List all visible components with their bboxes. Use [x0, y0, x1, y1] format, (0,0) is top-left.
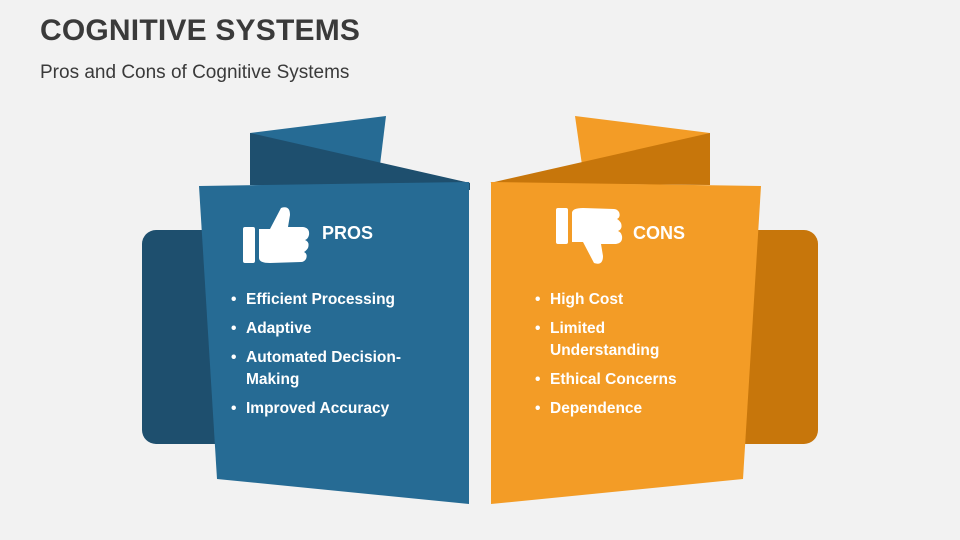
list-item: Dependence [535, 398, 695, 420]
slide-subtitle: Pros and Cons of Cognitive Systems [40, 62, 350, 83]
list-item: Adaptive [231, 318, 431, 340]
list-item: Ethical Concerns [535, 369, 695, 391]
thumbs-down-icon [556, 208, 623, 264]
cons-top-fold [490, 133, 710, 185]
cons-top-flap [575, 116, 710, 165]
thumbs-up-icon [243, 207, 310, 263]
slide-title: COGNITIVE SYSTEMS [40, 14, 361, 47]
list-item: Efficient Processing [231, 289, 431, 311]
list-item: High Cost [535, 289, 695, 311]
cons-list: High Cost Limited Understanding Ethical … [535, 289, 695, 427]
list-item: Automated Decision-Making [231, 347, 431, 391]
cons-heading: CONS [633, 223, 686, 243]
pros-top-flap [250, 116, 386, 165]
list-item: Limited Understanding [535, 318, 695, 362]
list-item: Improved Accuracy [231, 398, 431, 420]
pros-heading: PROS [322, 223, 374, 243]
pros-list: Efficient Processing Adaptive Automated … [231, 289, 431, 427]
